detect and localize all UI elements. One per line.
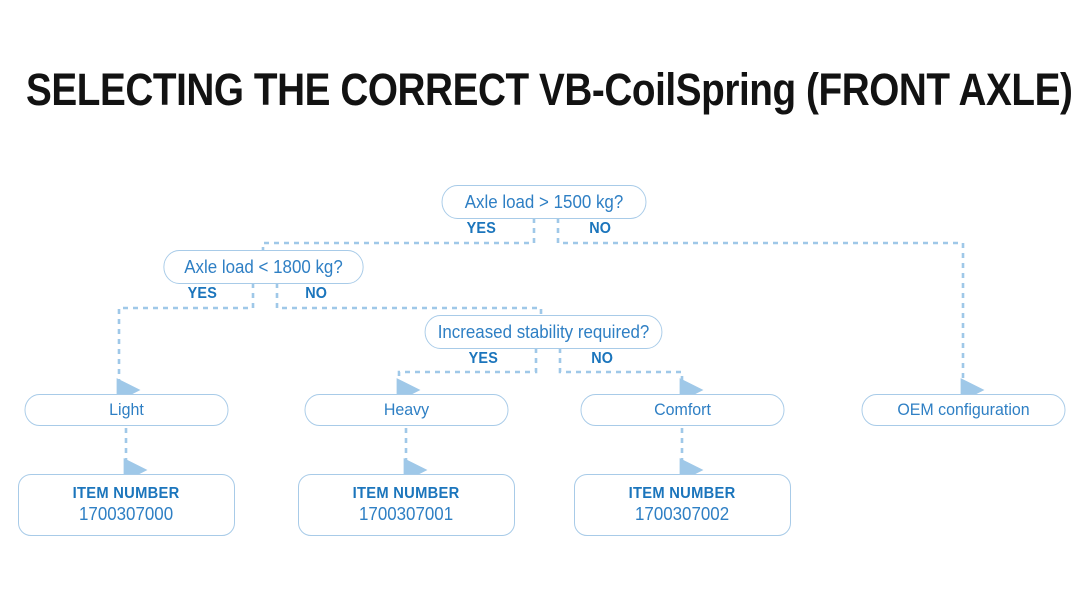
edge-d2-yes: [116, 283, 255, 402]
edge-d1-yes: [261, 218, 536, 253]
item-number-value: 1700307001: [359, 504, 454, 524]
result-node-comfort[interactable]: Comfort: [580, 394, 785, 426]
item-number-label: ITEM NUMBER: [353, 485, 460, 502]
branch-label-d3-yes: YES: [468, 350, 498, 367]
result-node-oem-configuration[interactable]: OEM configuration: [861, 394, 1066, 426]
result-node-heavy[interactable]: Heavy: [304, 394, 509, 426]
branch-label-d3-no: NO: [591, 350, 614, 367]
item-number-box-comfort[interactable]: ITEM NUMBER 1700307002: [574, 474, 791, 536]
branch-label-d1-yes: YES: [466, 220, 496, 237]
decision-node-axle-load-1500[interactable]: Axle load > 1500 kg?: [441, 185, 647, 219]
item-number-box-heavy[interactable]: ITEM NUMBER 1700307001: [298, 474, 515, 536]
item-number-label: ITEM NUMBER: [73, 485, 180, 502]
decision-node-axle-load-1800[interactable]: Axle load < 1800 kg?: [163, 250, 364, 284]
branch-label-d2-yes: YES: [187, 285, 217, 302]
branch-label-d1-no: NO: [589, 220, 612, 237]
edge-d2-no: [275, 283, 543, 318]
page-title: SELECTING THE CORRECT VB-CoilSpring (FRO…: [26, 64, 1073, 115]
edge-d3-no: [558, 348, 704, 402]
branch-label-d2-no: NO: [305, 285, 328, 302]
decision-node-increased-stability[interactable]: Increased stability required?: [424, 315, 663, 349]
result-node-light[interactable]: Light: [24, 394, 229, 426]
edge-d3-yes: [396, 348, 538, 402]
edge-d1-no: [556, 218, 985, 402]
item-number-value: 1700307002: [635, 504, 730, 524]
item-number-box-light[interactable]: ITEM NUMBER 1700307000: [18, 474, 235, 536]
item-number-label: ITEM NUMBER: [629, 485, 736, 502]
item-number-value: 1700307000: [79, 504, 174, 524]
